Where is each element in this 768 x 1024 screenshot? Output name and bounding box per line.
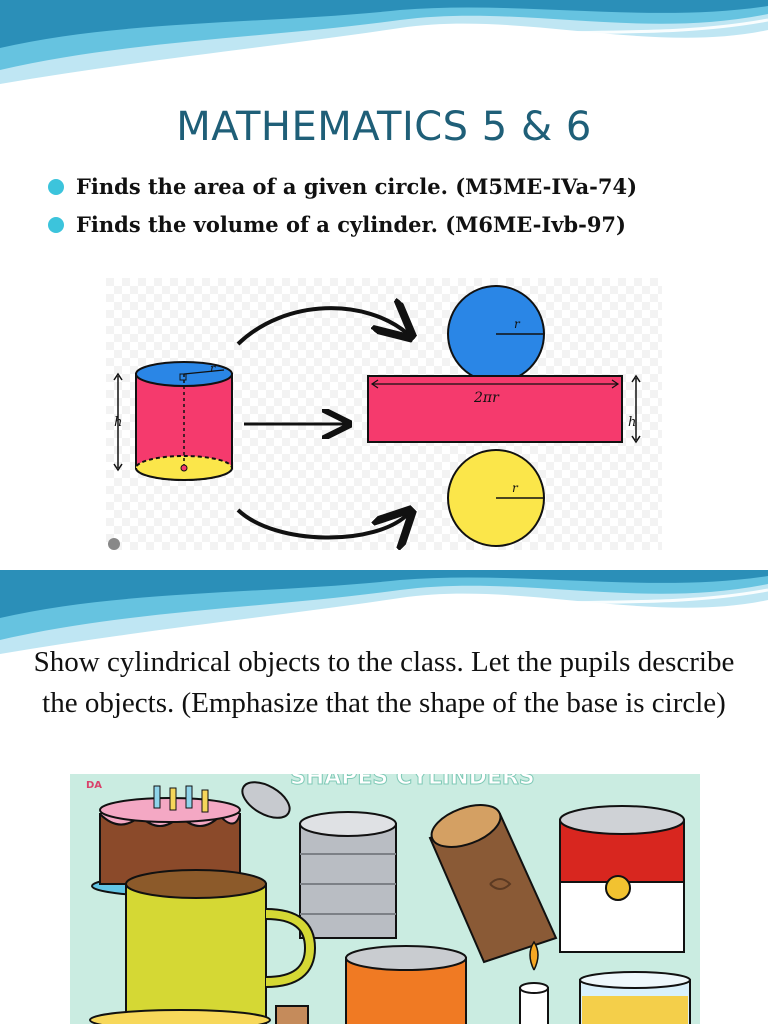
cylinder-height-label: h <box>114 415 122 430</box>
objective-text: Finds the volume of a cylinder. (M6ME-Iv… <box>76 212 626 237</box>
tin-can-icon <box>241 781 397 939</box>
cylinder-net-diagram: r h r 2πr h r <box>106 278 662 550</box>
bullet-icon <box>48 217 64 233</box>
instruction-text: Show cylindrical objects to the class. L… <box>33 646 735 719</box>
cylindrical-objects-illustration: SHAPES CYLINDERS DA <box>70 774 700 1024</box>
mug-icon <box>125 869 317 1024</box>
top-circle-label: r <box>514 317 521 331</box>
candle-icon <box>519 940 549 1024</box>
bangle-icon <box>89 1009 271 1024</box>
watermark-icon <box>108 538 120 550</box>
rectangle-width-label: 2πr <box>473 390 500 406</box>
cylinder-radius-label: r <box>210 362 216 375</box>
corner-text: DA <box>86 780 102 791</box>
bullet-icon <box>48 179 64 195</box>
arrow-bottom-icon <box>236 510 408 538</box>
slide-title: MATHEMATICS 5 & 6 <box>176 104 592 150</box>
glass-icon <box>579 971 691 1024</box>
objective-text: Finds the area of a given circle. (M5ME-… <box>76 174 638 199</box>
wooden-log-icon <box>428 804 558 964</box>
bottom-circle-label: r <box>512 481 519 495</box>
soup-can-icon <box>559 805 685 953</box>
objective-item: Finds the volume of a cylinder. (M6ME-Iv… <box>48 206 637 244</box>
net-rectangle <box>367 375 623 443</box>
header-wave <box>0 570 768 670</box>
soda-can-icon <box>345 945 467 1024</box>
objective-item: Finds the area of a given circle. (M5ME-… <box>48 168 637 206</box>
arrow-top-icon <box>236 308 408 346</box>
banner-text: SHAPES CYLINDERS <box>290 774 535 790</box>
slide-2: Show cylindrical objects to the class. L… <box>0 570 768 1024</box>
cylinder-shape <box>135 361 233 481</box>
rectangle-height-label: h <box>628 415 636 430</box>
slide-1: MATHEMATICS 5 & 6 Finds the area of a gi… <box>0 0 768 550</box>
header-wave <box>0 0 768 100</box>
slide-divider <box>0 560 768 570</box>
objectives-list: Finds the area of a given circle. (M5ME-… <box>48 168 637 244</box>
spool-icon <box>275 1005 309 1024</box>
